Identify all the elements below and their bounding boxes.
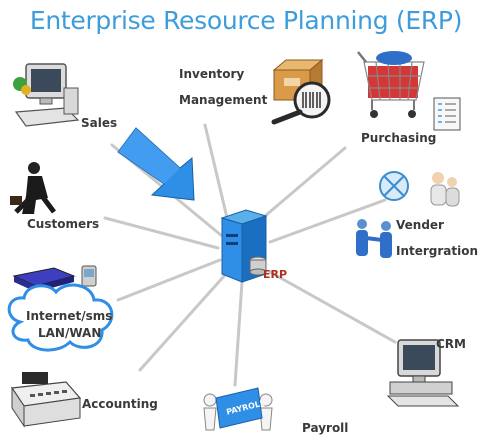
connector-vender	[268, 198, 387, 244]
label-customers: Customers	[27, 217, 100, 231]
arrow-icon	[117, 127, 195, 201]
payroll-icon	[203, 387, 273, 431]
label-accounting: Accounting	[82, 397, 158, 411]
label-internet-line2: LAN/WAN	[38, 326, 102, 340]
label-internet-line1: Internet/sms	[26, 309, 113, 323]
boxes-barcode-icon	[271, 58, 331, 125]
label-vender-line2: Intergration	[396, 244, 479, 258]
checklist-icon	[433, 97, 461, 131]
calculator-icon	[10, 372, 82, 428]
people-icon	[430, 172, 460, 207]
label-crm: CRM	[436, 337, 466, 351]
label-inventory-line2: Management	[179, 93, 268, 107]
businessman-icon	[10, 162, 56, 214]
connector-internet	[116, 258, 222, 302]
computer-icon	[13, 63, 80, 127]
label-inventory-line1: Inventory	[179, 67, 245, 81]
label-payroll: Payroll	[302, 421, 349, 435]
shopping-cart-icon	[357, 51, 425, 118]
label-sales: Sales	[81, 116, 118, 130]
connector-purchasing	[256, 146, 347, 224]
erp-center-label: ERP	[263, 268, 288, 281]
server-icon	[220, 209, 268, 283]
network-icon	[379, 171, 409, 201]
label-vender-line1: Vender	[396, 218, 444, 232]
connector-crm	[268, 270, 397, 344]
handshake-icon	[356, 219, 392, 258]
page-title: Enterprise Resource Planning (ERP)	[29, 6, 463, 35]
phone-icon	[81, 265, 97, 287]
connector-accounting	[138, 273, 227, 372]
computer-icon	[386, 339, 460, 407]
connector-inventory	[203, 123, 230, 224]
cloud-icon	[7, 283, 114, 352]
label-purchasing: Purchasing	[361, 131, 437, 145]
connector-payroll	[233, 280, 244, 387]
connector-customers	[103, 216, 220, 250]
